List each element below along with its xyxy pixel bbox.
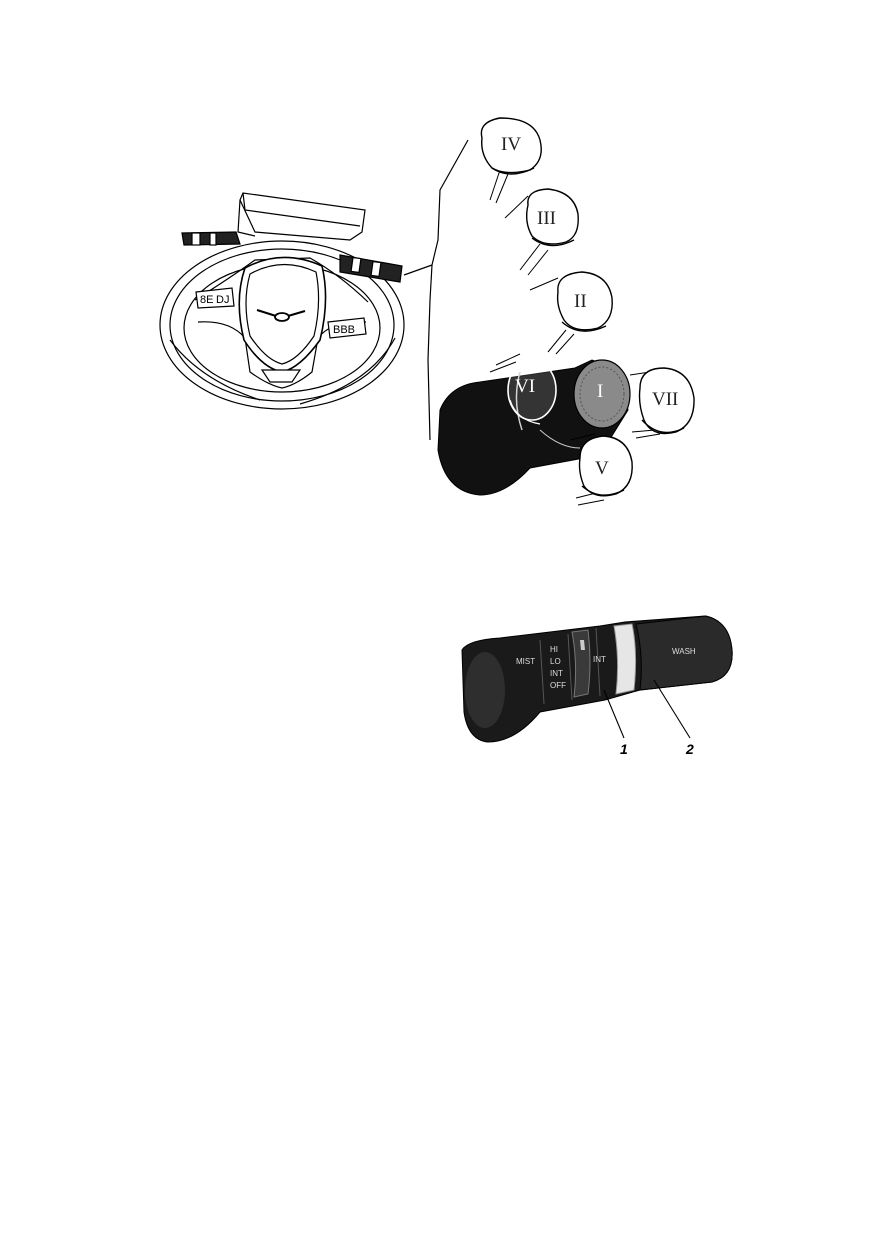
stalk-label-wash: WASH <box>672 647 696 656</box>
position-III: III <box>525 188 579 247</box>
label-I: I <box>597 381 603 402</box>
svg-text:DJ: DJ <box>216 294 229 306</box>
knob-position-I <box>573 359 631 429</box>
steering-wheel-illustration: 8E DJ BBB <box>159 192 405 410</box>
stalk-label-mist: MIST <box>516 657 535 666</box>
stalk-label-off: OFF <box>550 681 566 690</box>
position-IV: IV <box>480 117 542 175</box>
svg-text:8E: 8E <box>200 294 213 306</box>
position-I: I <box>597 381 603 402</box>
label-II: II <box>574 291 587 312</box>
position-II: II <box>556 271 613 332</box>
position-VI: VI <box>507 359 557 425</box>
leader-lines <box>403 139 469 441</box>
callout-1: 1 <box>620 741 628 757</box>
motion-lines <box>489 169 661 506</box>
stalk-label-lo: LO <box>550 657 561 666</box>
svg-text:BBB: BBB <box>333 324 355 336</box>
callout-2: 2 <box>685 741 694 757</box>
label-IV: IV <box>501 134 521 155</box>
position-VII: VII <box>638 367 695 435</box>
label-VII: VII <box>652 389 678 410</box>
stalk-label-hi: HI <box>550 645 558 654</box>
label-VI: VI <box>515 376 535 397</box>
position-V: V <box>578 435 633 497</box>
stalk-detail <box>437 359 631 496</box>
stalk-label-int: INT <box>550 669 563 678</box>
wiper-stalk-photo: MIST HI LO INT OFF INT WASH <box>461 615 733 743</box>
stalk-label-int-ring: INT <box>593 655 606 664</box>
callout-leaders <box>603 679 691 739</box>
label-III: III <box>537 208 556 229</box>
label-V: V <box>595 458 609 479</box>
